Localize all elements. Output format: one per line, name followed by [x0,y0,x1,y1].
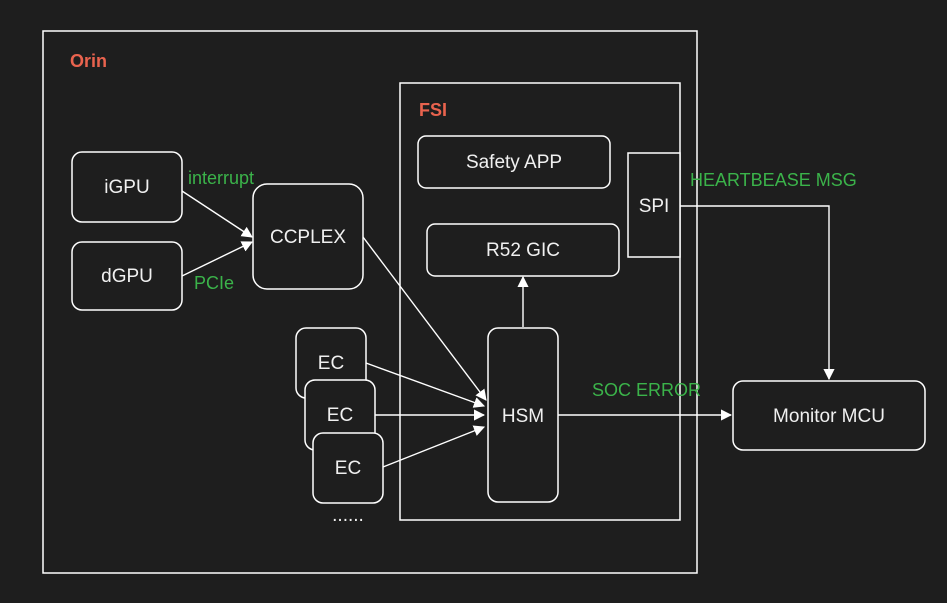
orin-container [42,30,698,574]
r52-gic-label: R52 GIC [486,240,560,261]
edge-ccplex-hsm [362,236,487,401]
node-safety-app: Safety APP [417,135,611,189]
edge-ec1-hsm [365,362,486,408]
ec-ellipsis: ...... [332,505,364,526]
label-interrupt: interrupt [188,168,254,188]
node-ec-3: EC [312,432,384,504]
label-pcie: PCIe [194,273,234,293]
fsi-title: FSI [419,100,447,120]
ec-1-label: EC [318,353,344,374]
label-heartbeat: HEARTBEASE MSG [690,170,857,190]
node-hsm: HSM [487,327,559,503]
ec-2-label: EC [327,405,353,426]
hsm-label: HSM [502,406,544,427]
ec-3-label: EC [335,458,361,479]
node-igpu: iGPU [71,151,183,223]
fsi-container [399,82,681,521]
node-spi: SPI [627,152,681,258]
orin-title: Orin [70,51,107,71]
node-r52-gic: R52 GIC [426,223,620,277]
igpu-label: iGPU [104,177,149,198]
edge-spi-monitor [680,205,835,381]
dgpu-label: dGPU [101,266,153,287]
node-monitor-mcu: Monitor MCU [732,380,926,451]
edge-igpu-ccplex [181,190,253,238]
edge-ec3-hsm [382,425,486,468]
monitor-mcu-label: Monitor MCU [773,406,885,427]
safety-app-label: Safety APP [466,152,562,173]
spi-label: SPI [639,196,670,217]
node-dgpu: dGPU [71,241,183,311]
node-ccplex: CCPLEX [252,183,364,290]
label-soc-error: SOC ERROR [592,380,701,400]
edge-dgpu-ccplex [181,241,254,277]
ccplex-label: CCPLEX [270,227,346,248]
